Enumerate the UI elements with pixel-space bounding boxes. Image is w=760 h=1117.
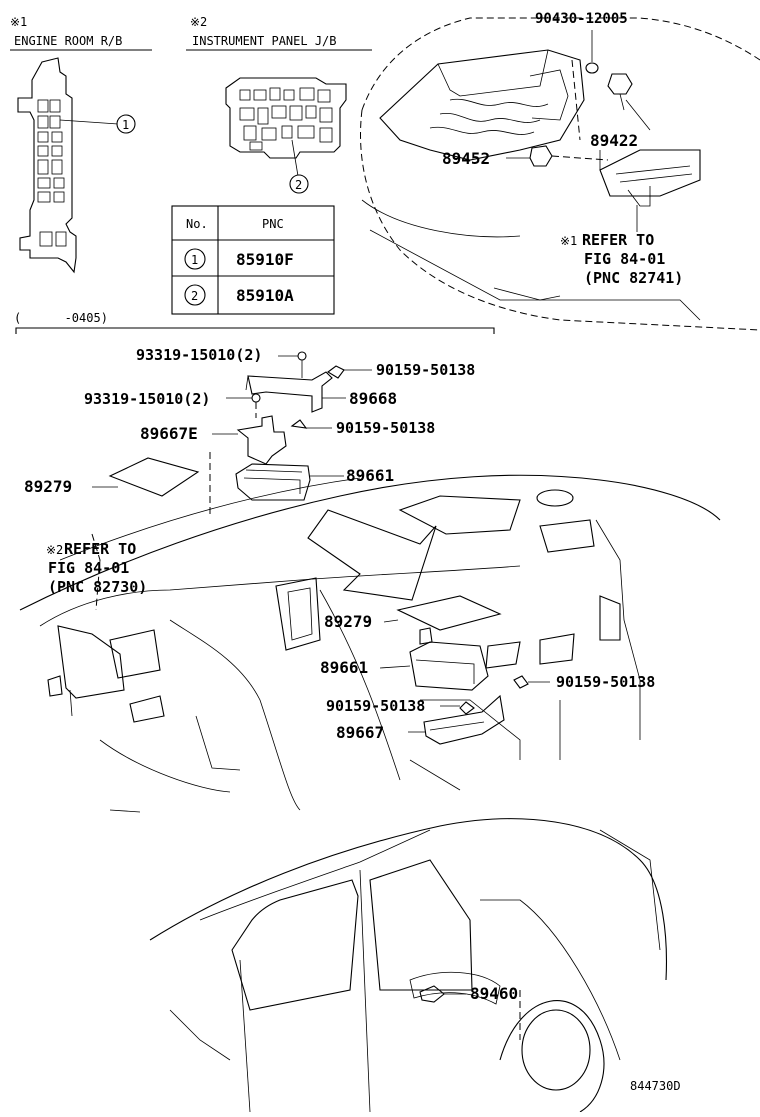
pad-89279-lower-label: 89279 <box>324 612 372 631</box>
dashboard-drawing <box>19 474 721 813</box>
pnc-table-row-no: 2 <box>191 289 198 303</box>
bolt-93319-upper-label: 93319-15010(2) <box>136 346 262 364</box>
refer-1-line-1: REFER TO <box>582 231 654 249</box>
range-bracket: ( -0405) <box>14 311 495 334</box>
refer-2-mark: ※2 <box>46 543 63 557</box>
bracket-89667E-label: 89667E <box>140 424 198 443</box>
mark-1-engine-room: ※1 <box>10 15 27 29</box>
pnc-table-header-pnc: PNC <box>262 217 284 231</box>
bolt-93319-lower-label: 93319-15010(2) <box>84 390 210 408</box>
pnc-table-row-pnc: 85910A <box>236 286 294 305</box>
refer-1-line-2: FIG 84-01 <box>584 250 665 268</box>
nut-90159-right-label: 90159-50138 <box>556 673 655 691</box>
callout-circle-1 <box>116 114 136 134</box>
mark-2-instrument-panel: ※2 <box>190 15 207 29</box>
instrument-panel-title: INSTRUMENT PANEL J/B <box>192 34 337 48</box>
part-89422-label: 89422 <box>590 131 638 150</box>
pnc-table-row-pnc: 85910F <box>236 250 294 269</box>
refer-2-line-2: FIG 84-01 <box>48 559 129 577</box>
ecu-89661-upper-label: 89661 <box>346 466 394 485</box>
sensor-89460-label: 89460 <box>470 984 518 1003</box>
pnc-table-row: 1 85910F <box>184 248 294 270</box>
car-rear-drawing <box>149 818 667 1113</box>
engine-room-title: ENGINE ROOM R/B <box>14 34 122 48</box>
bracket-89667-label: 89667 <box>336 723 384 742</box>
callout-circle-2 <box>289 174 309 194</box>
engine-room-relay-block-section: ※1 ENGINE ROOM R/B 1 <box>10 15 152 274</box>
pnc-table-row: 2 85910A <box>184 284 294 306</box>
ecu-89661-lower-label: 89661 <box>320 658 368 677</box>
refer-2-line-1: REFER TO <box>64 540 136 558</box>
callout-1-label: 1 <box>122 118 129 132</box>
part-89452-label: 89452 <box>442 149 490 168</box>
pnc-table: No. PNC 1 85910F 2 85910A <box>171 205 335 315</box>
instrument-panel-junction-block-drawing <box>225 77 347 177</box>
engine-compartment-drawing <box>360 17 760 331</box>
callout-2-label: 2 <box>295 178 302 192</box>
range-label: ( -0405) <box>14 311 108 325</box>
instrument-panel-junction-block-section: ※2 INSTRUMENT PANEL J/B 2 <box>186 15 372 194</box>
part-90430-12005-label: 90430-12005 <box>535 11 628 27</box>
refer-1-mark: ※1 <box>560 234 577 248</box>
refer-2-line-3: (PNC 82730) <box>48 578 147 596</box>
nut-90159-left-label: 90159-50138 <box>326 697 425 715</box>
refer-1-line-3: (PNC 82741) <box>584 269 683 287</box>
engine-room-relay-block-drawing <box>17 57 119 274</box>
figure-code: 844730D <box>630 1079 681 1093</box>
ecu-upper-assembly-drawing <box>92 351 372 518</box>
pad-89279-upper-label: 89279 <box>24 477 72 496</box>
nut-90159-middle-label: 90159-50138 <box>336 419 435 437</box>
pnc-table-header-no: No. <box>186 217 208 231</box>
bracket-89668-label: 89668 <box>349 389 397 408</box>
nut-90159-upper-label: 90159-50138 <box>376 361 475 379</box>
pnc-table-row-no: 1 <box>191 253 198 267</box>
